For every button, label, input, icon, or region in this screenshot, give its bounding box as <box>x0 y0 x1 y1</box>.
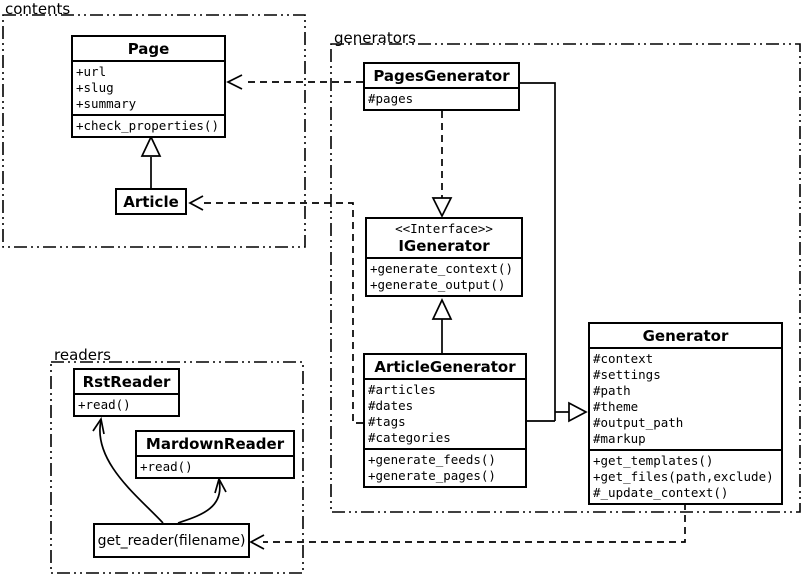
class-rstreader-methods: +read() <box>75 395 178 415</box>
class-articlegenerator-attributes: #articles #dates #tags #categories <box>365 380 525 450</box>
method: +get_templates() <box>593 453 714 468</box>
open-arrowhead-mardownreader <box>214 476 227 494</box>
method: +get_files(path,exclude) <box>593 469 774 484</box>
class-mardownreader: MardownReader +read() <box>135 430 295 479</box>
attribute: #theme <box>593 399 639 414</box>
class-articlegenerator-title: ArticleGenerator <box>365 355 525 380</box>
class-mardownreader-methods: +read() <box>137 457 293 477</box>
attribute: #articles <box>368 382 436 397</box>
class-igenerator-methods: +generate_context() +generate_output() <box>367 259 521 295</box>
class-articlegenerator-methods: +generate_feeds() +generate_pages() <box>365 450 525 486</box>
dependency-line-articlegenerator-article <box>202 202 363 424</box>
class-mardownreader-title: MardownReader <box>137 432 293 457</box>
class-article-title: Article <box>123 193 179 211</box>
class-rstreader: RstReader +read() <box>73 368 180 417</box>
method: +check_properties() <box>76 118 219 133</box>
inheritance-triangle-igenerator-bottom <box>431 298 453 320</box>
method: +generate_pages() <box>368 468 496 483</box>
class-pagesgenerator: PagesGenerator #pages <box>363 62 520 111</box>
class-igenerator-header: <<Interface>> IGenerator <box>367 219 521 259</box>
class-generator-title: Generator <box>590 324 781 349</box>
class-pagesgenerator-title: PagesGenerator <box>365 64 518 89</box>
readers-package-label: readers <box>54 346 111 364</box>
attribute: +summary <box>76 96 137 111</box>
class-articlegenerator: ArticleGenerator #articles #dates #tags … <box>363 353 527 488</box>
method: +read() <box>140 459 193 474</box>
open-arrowhead-page <box>226 74 243 90</box>
class-generator-attributes: #context #settings #path #theme #output_… <box>590 349 781 451</box>
method: +read() <box>78 397 131 412</box>
class-generator: Generator #context #settings #path #them… <box>588 322 783 505</box>
open-arrowhead-getreader <box>249 534 265 550</box>
class-page-title: Page <box>73 37 224 62</box>
attribute: #settings <box>593 367 661 382</box>
function-get-reader: get_reader(filename) <box>93 523 250 558</box>
realization-triangle-igenerator-top <box>431 197 453 218</box>
attribute: #markup <box>593 431 646 446</box>
attribute: #categories <box>368 430 451 445</box>
contents-package-label: contents <box>5 0 71 18</box>
attribute: #context <box>593 351 654 366</box>
call-curve-getreader-mardownreader <box>177 479 221 524</box>
method: #_update_context() <box>593 485 729 500</box>
class-article: Article <box>115 188 187 215</box>
generators-package-label: generators <box>334 29 416 47</box>
class-rstreader-title: RstReader <box>75 370 178 395</box>
open-arrowhead-article <box>188 195 204 211</box>
attribute: +url <box>76 64 107 79</box>
method: +generate_output() <box>370 277 506 292</box>
method: +generate_feeds() <box>368 452 496 467</box>
class-page-attributes: +url +slug +summary <box>73 62 224 116</box>
class-page-methods: +check_properties() <box>73 116 224 136</box>
attribute: #pages <box>368 91 414 106</box>
class-pagesgenerator-attributes: #pages <box>365 89 518 109</box>
class-page: Page +url +slug +summary +check_properti… <box>71 35 226 138</box>
method: +generate_context() <box>370 261 513 276</box>
dependency-line-generator-getreader <box>263 503 686 543</box>
interface-stereotype: <<Interface>> <box>395 221 493 236</box>
inheritance-triangle-article-page <box>140 135 162 157</box>
attribute: #path <box>593 383 631 398</box>
attribute: #tags <box>368 414 406 429</box>
attribute: #dates <box>368 398 414 413</box>
attribute: #output_path <box>593 415 684 430</box>
attribute: +slug <box>76 80 114 95</box>
class-igenerator: <<Interface>> IGenerator +generate_conte… <box>365 217 523 297</box>
open-arrowhead-rstreader <box>92 416 105 435</box>
class-igenerator-title: IGenerator <box>398 237 490 255</box>
function-get-reader-label: get_reader(filename) <box>97 532 246 549</box>
inheritance-triangle-generator-left <box>568 401 588 423</box>
class-generator-methods: +get_templates() +get_files(path,exclude… <box>590 451 781 503</box>
